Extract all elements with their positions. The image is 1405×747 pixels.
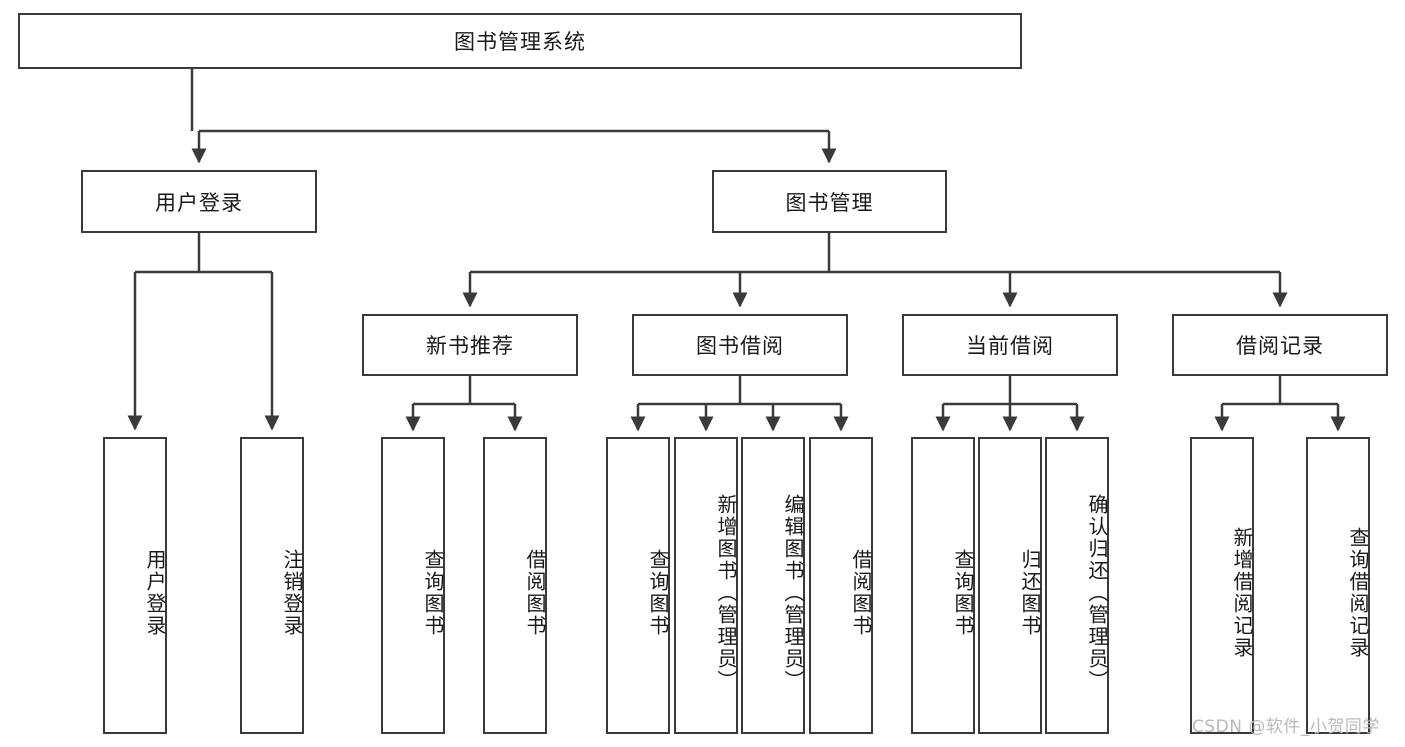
node-label: 编辑图书（管理员）: [781, 493, 805, 692]
node-label: 新增图书（管理员）: [714, 493, 738, 692]
leaf-new-book-query[interactable]: 查询图书: [381, 437, 445, 734]
node-book-borrow[interactable]: 图书借阅: [632, 314, 848, 376]
leaf-current-borrow-query[interactable]: 查询图书: [911, 437, 975, 734]
leaf-book-borrow-query[interactable]: 查询图书: [606, 437, 670, 734]
leaf-borrow-record-query[interactable]: 查询借阅记录: [1306, 437, 1370, 734]
watermark: CSDN @软件_小贺同学: [1192, 717, 1380, 737]
leaf-current-borrow-confirm-return[interactable]: 确认归还（管理员）: [1045, 437, 1109, 734]
leaf-book-borrow-edit[interactable]: 编辑图书（管理员）: [741, 437, 805, 734]
node-current-borrow[interactable]: 当前借阅: [902, 314, 1118, 376]
leaf-book-borrow-add[interactable]: 新增图书（管理员）: [674, 437, 738, 734]
node-user-login[interactable]: 用户登录: [81, 170, 317, 233]
node-label: 用户登录: [143, 548, 167, 637]
node-new-book-recommend[interactable]: 新书推荐: [362, 314, 578, 376]
node-borrow-record[interactable]: 借阅记录: [1172, 314, 1388, 376]
node-label: 图书管理系统: [454, 30, 586, 54]
node-label: 借阅图书: [849, 548, 873, 637]
node-label: 图书管理: [785, 190, 874, 215]
leaf-new-book-borrow[interactable]: 借阅图书: [483, 437, 547, 734]
leaf-user-login-logout[interactable]: 注销登录: [240, 437, 304, 734]
node-label: 新增借阅记录: [1230, 526, 1254, 659]
node-label: 当前借阅: [966, 334, 1054, 358]
node-label: 查询图书: [421, 548, 445, 637]
node-label: 新书推荐: [426, 334, 514, 358]
node-label: 图书借阅: [696, 334, 784, 358]
node-label: 借阅图书: [523, 548, 547, 637]
node-label: 查询图书: [951, 548, 975, 637]
node-root-book-management-system[interactable]: 图书管理系统: [18, 13, 1022, 69]
node-label: 查询借阅记录: [1346, 526, 1370, 659]
node-label: 确认归还（管理员）: [1085, 493, 1109, 692]
node-label: 归还图书: [1018, 548, 1042, 637]
leaf-current-borrow-return[interactable]: 归还图书: [978, 437, 1042, 734]
leaf-borrow-record-add[interactable]: 新增借阅记录: [1190, 437, 1254, 734]
node-label: 用户登录: [155, 190, 243, 215]
node-label: 注销登录: [280, 548, 304, 637]
node-book-management[interactable]: 图书管理: [712, 170, 947, 233]
leaf-book-borrow-borrow[interactable]: 借阅图书: [809, 437, 873, 734]
node-label: 借阅记录: [1236, 334, 1324, 358]
leaf-user-login-login[interactable]: 用户登录: [103, 437, 167, 734]
node-label: 查询图书: [646, 548, 670, 637]
